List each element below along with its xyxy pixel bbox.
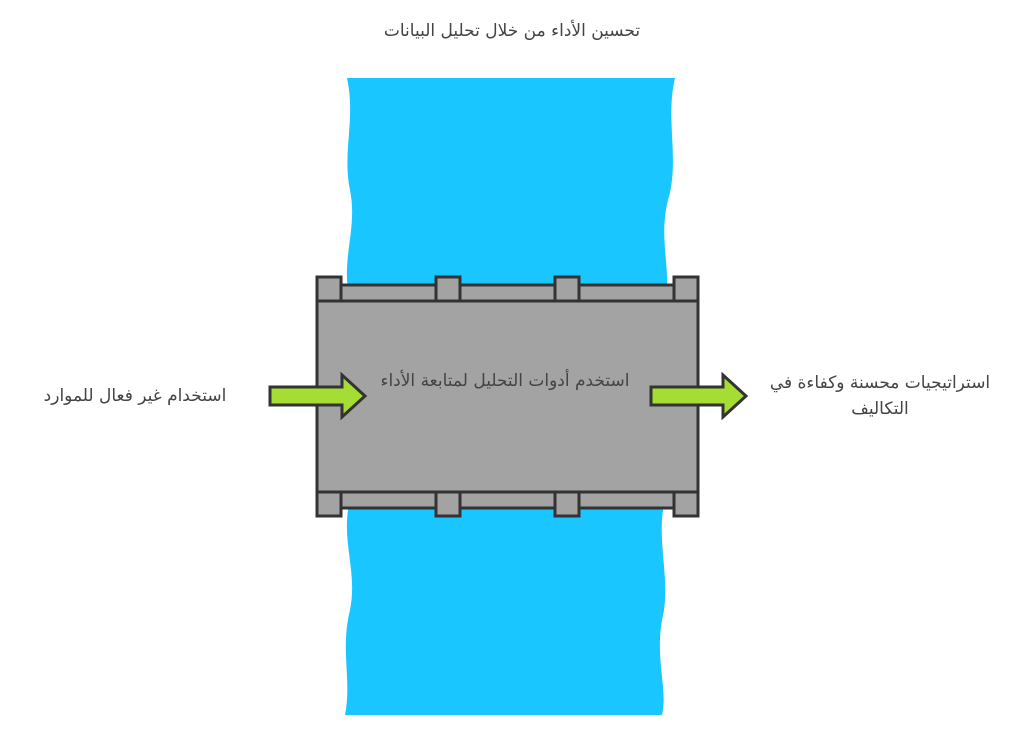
bridge: [315, 275, 700, 518]
bridge-post: [553, 490, 581, 518]
bridge-post: [553, 275, 581, 303]
bridge-post: [434, 490, 462, 518]
output-arrow-icon: [649, 371, 749, 421]
bridge-post: [672, 275, 700, 303]
bridge-post: [315, 275, 343, 303]
bridge-bottom-rail: [315, 490, 700, 510]
process-label: استخدم أدوات التحليل لمتابعة الأداء: [380, 371, 630, 391]
bridge-deck: [315, 299, 700, 494]
bridge-post: [672, 490, 700, 518]
bridge-top-rail: [315, 283, 700, 303]
diagram-title: تحسين الأداء من خلال تحليل البيانات: [383, 21, 641, 41]
bridge-post: [315, 490, 343, 518]
output-label: استراتيجيات محسنة وكفاءة في التكاليف: [769, 373, 991, 419]
bridge-post: [434, 275, 462, 303]
input-arrow-icon: [268, 371, 368, 421]
input-label: استخدام غير فعال للموارد: [43, 386, 227, 406]
